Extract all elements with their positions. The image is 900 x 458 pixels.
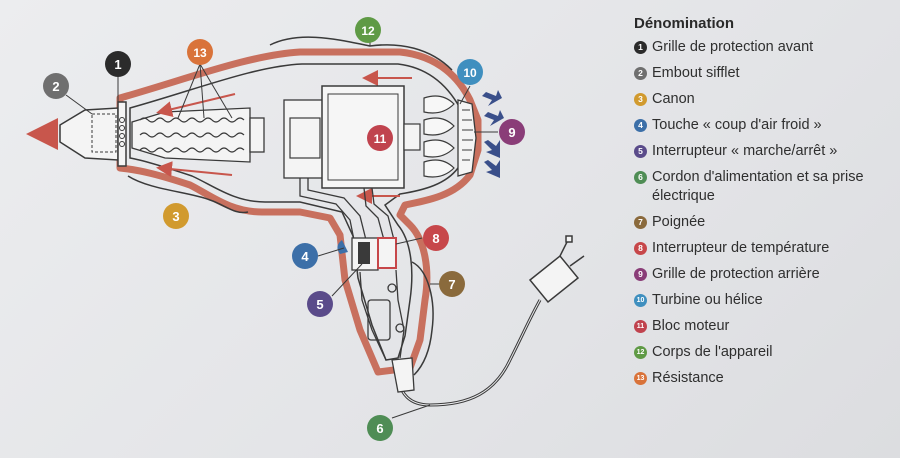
legend-number-badge: 8 [634,242,647,255]
plug-icon [528,235,585,304]
dryer-body-outline [116,48,482,376]
handle-bracket [411,261,434,376]
motor-block-inner [327,93,399,181]
legend-number-badge: 9 [634,268,647,281]
legend-item: 12 Corps de l'appareil [634,343,894,362]
legend-item: 3 Canon [634,90,894,109]
legend-label: Embout sifflet [652,65,740,81]
nozzle [59,107,119,161]
internal-wiring [299,178,395,241]
legend-label: Poignée [652,214,706,230]
cord-strain-relief [391,357,415,393]
legend: Dénomination 1 Grille de protection avant… [634,14,894,395]
legend-number-badge: 11 [634,320,647,333]
rear-grille [457,99,477,177]
legend-label: Touche « coup d'air froid » [652,117,822,133]
on-off-switch [358,242,370,264]
legend-item: 11 Bloc moteur [634,317,894,336]
legend-item: 4 Touche « coup d'air froid » [634,116,894,135]
leader-lines [65,42,498,419]
legend-label: Corps de l'appareil [652,344,773,360]
badge-1: 1 [105,51,131,77]
legend-item: 7 Poignée [634,213,894,232]
handle-internals [359,269,405,361]
badge-9: 9 [499,119,525,145]
legend-title: Dénomination [634,15,734,32]
badge-3: 3 [163,203,189,229]
hair-dryer-diagram: 1 2 3 4 5 6 7 8 9 10 11 12 13 [26,17,585,441]
legend-label: Cordon d'alimentation et sa prise électr… [652,169,864,204]
svg-text:8: 8 [432,231,439,246]
badge-2: 2 [43,73,69,99]
legend-item: 1 Grille de protection avant [634,38,894,57]
svg-text:5: 5 [316,297,323,312]
legend-item: 13 Résistance [634,369,894,388]
legend-number-badge: 13 [634,372,647,385]
badge-13: 13 [187,39,213,65]
internal-airflow-arrows [156,70,412,204]
power-cord-inner [395,299,541,406]
svg-text:11: 11 [374,132,387,146]
legend-item: 8 Interrupteur de température [634,239,894,258]
legend-number-badge: 2 [634,67,647,80]
legend-item: 6 Cordon d'alimentation et sa prise élect… [634,168,894,206]
heating-element-mount [249,117,265,153]
legend-list: 1 Grille de protection avant 2 Embout siff… [634,38,894,388]
svg-text:6: 6 [376,421,383,436]
legend-number-badge: 5 [634,145,647,158]
legend-number-badge: 6 [634,171,647,184]
legend-item: 2 Embout sifflet [634,64,894,83]
badge-7: 7 [439,271,465,297]
svg-text:13: 13 [193,46,207,60]
heating-element-frame [131,107,251,163]
legend-number-badge: 1 [634,41,647,54]
legend-label: Turbine ou hélice [652,292,763,308]
svg-text:4: 4 [301,249,309,264]
legend-label: Bloc moteur [652,318,730,334]
legend-number-badge: 12 [634,346,647,359]
nozzle-inner [91,113,117,153]
legend-number-badge: 4 [634,119,647,132]
svg-text:2: 2 [52,79,59,94]
intake-air-arrows [482,90,504,178]
legend-label: Résistance [652,370,724,386]
motor-shaft-box [289,117,321,159]
front-grille-holes [119,117,125,147]
motor-shaft [403,123,421,151]
legend-label: Grille de protection avant [652,39,814,55]
cold-shot-button [337,240,348,254]
svg-text:3: 3 [172,209,179,224]
svg-text:7: 7 [448,277,455,292]
temperature-switch [377,237,397,269]
turbine-blades [423,95,455,178]
svg-text:10: 10 [463,66,477,80]
legend-label: Interrupteur « marche/arrêt » [652,143,838,159]
legend-number-badge: 7 [634,216,647,229]
legend-label: Grille de protection arrière [652,266,820,282]
badge-4: 4 [292,243,318,269]
legend-item: 9 Grille de protection arrière [634,265,894,284]
legend-number-badge: 3 [634,93,647,106]
svg-text:9: 9 [508,125,515,140]
badge-12: 12 [355,17,381,43]
badge-11: 11 [367,125,393,151]
dryer-inner-casing [129,63,467,361]
badge-8: 8 [423,225,449,251]
heating-coils [139,117,245,153]
svg-text:1: 1 [114,57,121,72]
legend-number-badge: 10 [634,294,647,307]
badge-5: 5 [307,291,333,317]
badge-6: 6 [367,415,393,441]
canon-bracket [127,175,249,214]
legend-item: 10 Turbine ou hélice [634,291,894,310]
svg-text:12: 12 [361,24,375,38]
legend-label: Canon [652,91,695,107]
legend-item: 5 Interrupteur « marche/arrêt » [634,142,894,161]
legend-label: Interrupteur de température [652,240,830,256]
rear-grille-bars [462,109,473,161]
badge-10: 10 [457,59,483,85]
